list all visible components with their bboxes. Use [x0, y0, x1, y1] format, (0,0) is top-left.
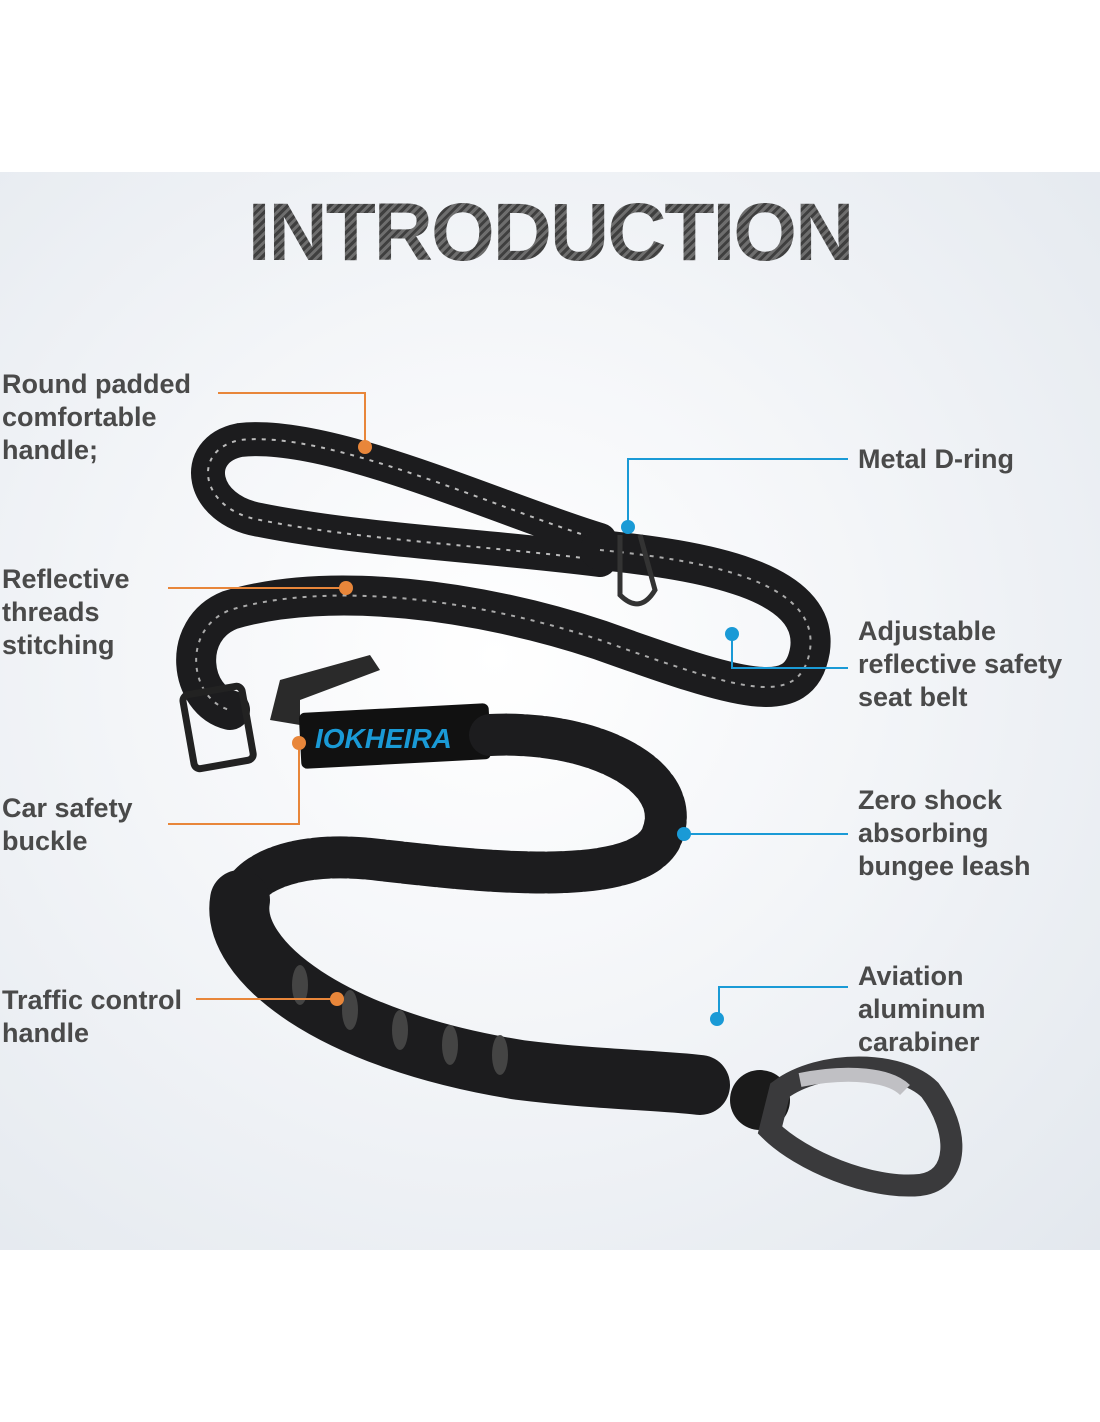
callout-line-handle	[218, 392, 366, 447]
callout-dot	[339, 581, 353, 595]
callout-line-seatbelt	[731, 634, 848, 669]
label-metal-d-ring: Metal D-ring	[858, 444, 1015, 474]
label-traffic-control-handle: Traffic control handle	[2, 985, 183, 1048]
label-bungee-leash: Zero shock absorbing bungee leash	[858, 785, 1031, 881]
callout-dot	[621, 520, 635, 534]
callout-dot	[358, 440, 372, 454]
padded-handle	[191, 422, 617, 577]
d-ring	[617, 534, 658, 607]
callout-line-carabiner	[718, 986, 848, 1019]
bungee-section	[219, 713, 687, 921]
callout-dot	[710, 1012, 724, 1026]
label-adjustable-seat-belt: Adjustable reflective safety seat belt	[858, 616, 1063, 712]
label-car-safety-buckle: Car safety buckle	[2, 793, 133, 856]
page-title: INTRODUCTION	[0, 186, 1100, 280]
callout-line-dring	[627, 458, 848, 527]
carabiner	[757, 1056, 963, 1197]
traffic-control-handle	[209, 870, 730, 1115]
label-aviation-carabiner: Aviation aluminum carabiner	[858, 961, 986, 1057]
callout-dot	[725, 627, 739, 641]
callout-dot	[677, 827, 691, 841]
label-round-padded-handle: Round padded comfortable handle;	[2, 369, 191, 465]
callout-dot	[292, 736, 306, 750]
label-reflective-stitching: Reflective threads stitching	[2, 564, 130, 660]
car-safety-buckle	[270, 655, 380, 725]
callout-line-buckle	[168, 743, 300, 825]
callout-dot	[330, 992, 344, 1006]
svg-text:IOKHEIRA: IOKHEIRA	[315, 723, 452, 754]
